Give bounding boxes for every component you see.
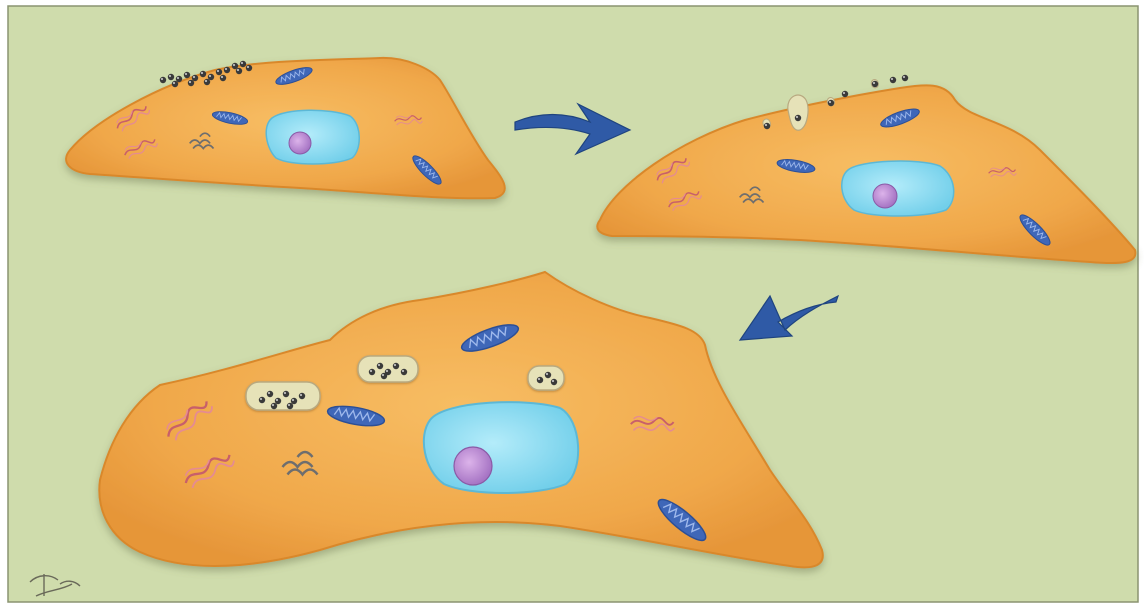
nucleolus: [873, 184, 897, 208]
endocytic-vesicle: [528, 366, 564, 390]
nucleolus: [289, 132, 311, 154]
nucleus: [842, 161, 954, 216]
nucleus: [424, 402, 578, 493]
nucleus: [266, 110, 359, 164]
endocytic-vesicle: [246, 382, 320, 410]
nucleolus: [454, 447, 492, 485]
endocytic-vesicle: [358, 356, 418, 382]
